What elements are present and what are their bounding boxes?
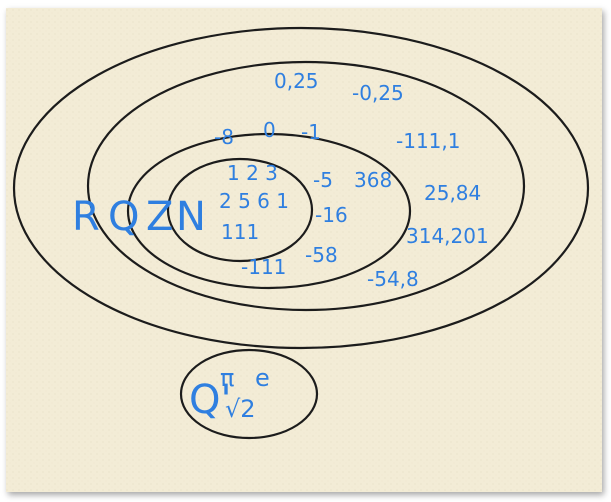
real-set-label: R [72, 194, 100, 240]
natural-number: 2 5 6 1 [219, 189, 289, 213]
rational-number: -111,1 [396, 129, 460, 153]
integer-set-label: Z [146, 194, 173, 240]
integer-number: -16 [315, 203, 348, 227]
irrational-set-ellipse [179, 348, 319, 440]
integer-number: -1 [301, 120, 321, 144]
integer-number: -5 [313, 168, 333, 192]
rational-number: 25,84 [424, 181, 481, 205]
natural-number: 111 [221, 220, 259, 244]
rational-number: -54,8 [367, 267, 419, 291]
number-sets-diagram: R Q Z N Q' 1 2 3 2 5 6 1 111 -8 0 -1 -5 … [6, 8, 602, 492]
integer-number: -111 [241, 255, 286, 279]
rational-number: 314,201 [406, 224, 489, 248]
real-set-ellipse [12, 26, 590, 350]
integer-set-ellipse [126, 132, 412, 290]
rational-number: 0,25 [274, 69, 319, 93]
paper-texture [6, 8, 602, 492]
irrational-number: √2 [225, 395, 256, 423]
rational-set-label: Q [108, 194, 139, 240]
irrational-number: π [220, 364, 234, 392]
irrational-number: e [255, 364, 270, 392]
integer-number: 368 [354, 168, 392, 192]
paper-sheet: R Q Z N Q' 1 2 3 2 5 6 1 111 -8 0 -1 -5 … [6, 8, 602, 492]
natural-set-label: N [176, 194, 206, 240]
integer-number: -8 [214, 125, 234, 149]
natural-number: 1 2 3 [227, 161, 278, 185]
natural-set-ellipse [166, 157, 314, 263]
rational-number: -0,25 [352, 81, 404, 105]
irrational-set-label: Q' [189, 377, 231, 423]
integer-number: -58 [305, 243, 338, 267]
rational-set-ellipse [86, 60, 526, 312]
integer-number: 0 [263, 118, 276, 142]
